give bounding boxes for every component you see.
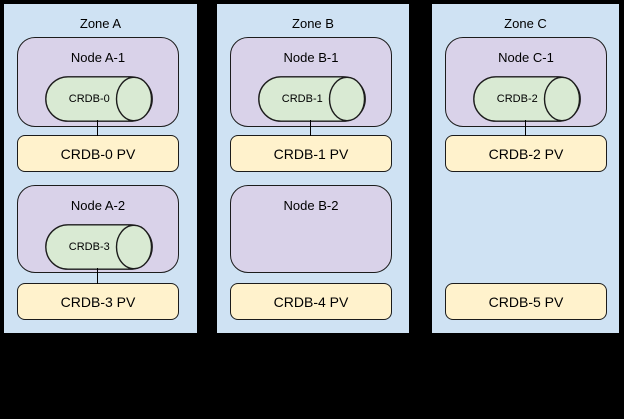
crdb-3-pv: CRDB-3 PV xyxy=(17,283,179,320)
node-a1-label: Node A-1 xyxy=(70,50,126,65)
node-b2-label: Node B-2 xyxy=(283,198,339,213)
crdb-2-label: CRDB-2 xyxy=(496,93,538,105)
crdb-1-pv: CRDB-1 PV xyxy=(230,135,392,172)
zone-b: Zone B Node B-1 CRDB-1 CRDB-1 PV Node B-… xyxy=(215,2,411,335)
crdb-3-database-cylinder-icon: CRDB-3 xyxy=(45,224,153,270)
cylinder-shape xyxy=(258,76,366,122)
connector-crdb0-to-pv xyxy=(97,120,98,136)
crdb-3-label: CRDB-3 xyxy=(68,241,110,253)
cylinder-shape xyxy=(45,224,153,270)
crdb-2-pv: CRDB-2 PV xyxy=(445,135,607,172)
crdb-0-database-cylinder-icon: CRDB-0 xyxy=(45,76,153,122)
connector-crdb3-to-pv xyxy=(97,268,98,284)
cylinder-shape xyxy=(45,76,153,122)
node-a1: Node A-1 CRDB-0 xyxy=(17,37,179,127)
cylinder-shape xyxy=(473,76,581,122)
node-b1-label: Node B-1 xyxy=(283,50,339,65)
node-a2-label: Node A-2 xyxy=(70,198,126,213)
crdb-4-pv: CRDB-4 PV xyxy=(230,283,392,320)
crdb-5-pv: CRDB-5 PV xyxy=(445,283,607,320)
node-a2: Node A-2 CRDB-3 xyxy=(17,185,179,273)
zone-a: Zone A Node A-1 CRDB-0 CRDB-0 PV Node A-… xyxy=(2,2,199,335)
node-b2: Node B-2 xyxy=(230,185,392,273)
connector-crdb1-to-pv xyxy=(310,120,311,136)
node-c1-label: Node C-1 xyxy=(498,50,554,65)
zone-c: Zone C Node C-1 CRDB-2 CRDB-2 PV CRDB-5 … xyxy=(430,2,621,335)
node-b1: Node B-1 CRDB-1 xyxy=(230,37,392,127)
crdb-1-database-cylinder-icon: CRDB-1 xyxy=(258,76,366,122)
crdb-0-label: CRDB-0 xyxy=(68,93,110,105)
crdb-1-label: CRDB-1 xyxy=(281,93,323,105)
zone-c-label: Zone C xyxy=(504,16,547,31)
zone-a-label: Zone A xyxy=(79,16,122,31)
connector-crdb2-to-pv xyxy=(525,120,526,136)
node-c1: Node C-1 CRDB-2 xyxy=(445,37,607,127)
crdb-2-database-cylinder-icon: CRDB-2 xyxy=(473,76,581,122)
zone-b-label: Zone B xyxy=(292,16,334,31)
crdb-0-pv: CRDB-0 PV xyxy=(17,135,179,172)
